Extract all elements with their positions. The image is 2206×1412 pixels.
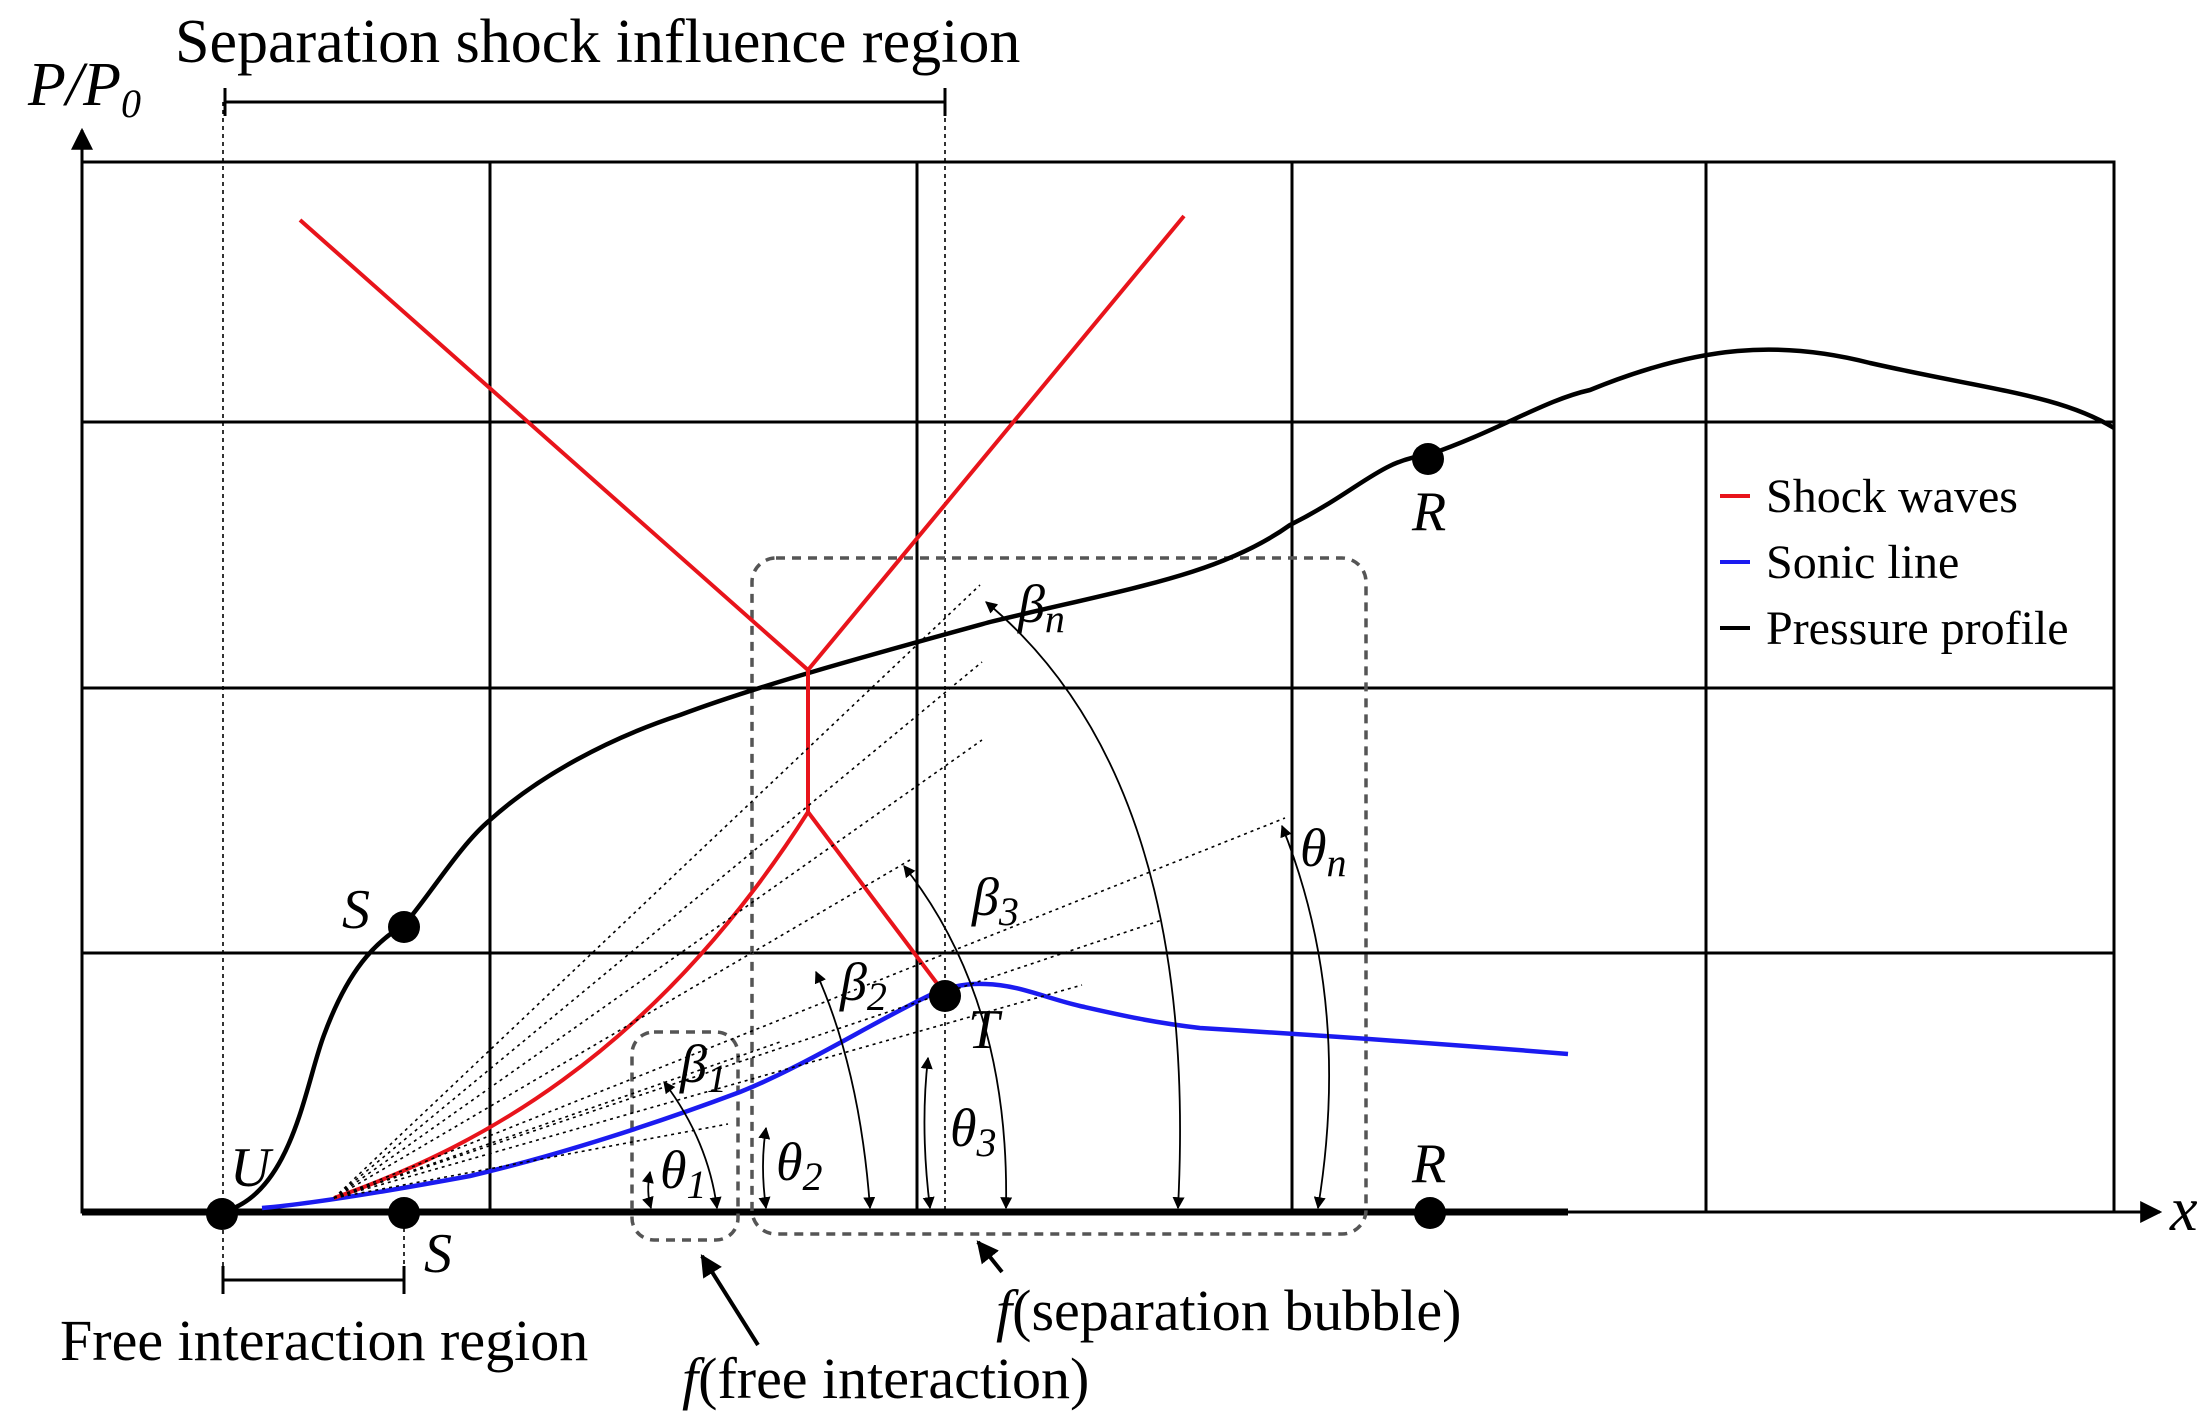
legend-entry-pressure: Pressure profile [1720,602,2069,655]
point-U [206,1198,238,1230]
label-f-separation-bubble: f(separation bubble) [996,1278,1461,1343]
label-beta-3: β3 [971,867,1019,934]
legend: Shock waves Sonic line Pressure profile [1720,470,2069,655]
free-interaction-bracket [221,1266,406,1294]
point-R-curve [1412,443,1444,475]
x-axis-label: x [2169,1176,2198,1244]
svg-text:Shock waves: Shock waves [1766,470,2018,523]
arc-theta-3 [920,1056,935,1210]
trailing-shock [806,810,947,996]
separation-bubble-box [750,556,1368,1236]
legend-entry-shock: Shock waves [1720,470,2018,523]
y-axis-label: P/P0 [27,51,141,126]
axes [71,127,2163,1223]
arc-theta-2 [758,1126,771,1210]
label-f-free-interaction: f(free interaction) [682,1346,1089,1411]
point-T [929,980,961,1012]
label-U: U [230,1137,274,1199]
legend-entry-sonic: Sonic line [1720,536,1959,589]
influence-region-bracket [222,88,947,1282]
arc-beta-2 [814,970,876,1210]
label-theta-3: θ3 [950,1098,997,1165]
arc-theta-1 [642,1170,654,1210]
label-S-curve: S [342,879,370,941]
points [206,443,1446,1230]
influence-region-title: Separation shock influence region [175,8,1020,76]
separation-shock [298,218,810,672]
svg-text:Sonic line: Sonic line [1766,536,1959,589]
label-theta-1: θ1 [660,1140,707,1207]
label-T: T [968,999,1003,1061]
label-S-axis: S [424,1223,452,1285]
arc-beta-1 [663,1081,722,1210]
svg-text:Pressure profile: Pressure profile [1766,602,2069,655]
reflected-shock [806,214,1186,672]
point-S-axis [388,1197,420,1229]
free-interaction-label: Free interaction region [60,1308,588,1373]
label-R-curve: R [1411,481,1446,543]
angle-arcs [642,601,1330,1210]
ray-fan [333,584,1286,1199]
label-R-axis: R [1411,1133,1446,1195]
free-interaction-box [630,1030,740,1242]
label-beta-2: β2 [839,952,887,1019]
pointer-arrows [700,1240,1004,1347]
shock-waves [298,214,1186,1200]
label-theta-2: θ2 [776,1132,823,1199]
label-beta-n: βn [1017,574,1065,641]
point-S-curve [388,911,420,943]
label-beta-1: β1 [679,1034,727,1101]
label-theta-n: θn [1300,818,1347,885]
arc-theta-n [1280,824,1330,1210]
arc-beta-n [985,601,1185,1210]
point-R-axis [1414,1197,1446,1229]
